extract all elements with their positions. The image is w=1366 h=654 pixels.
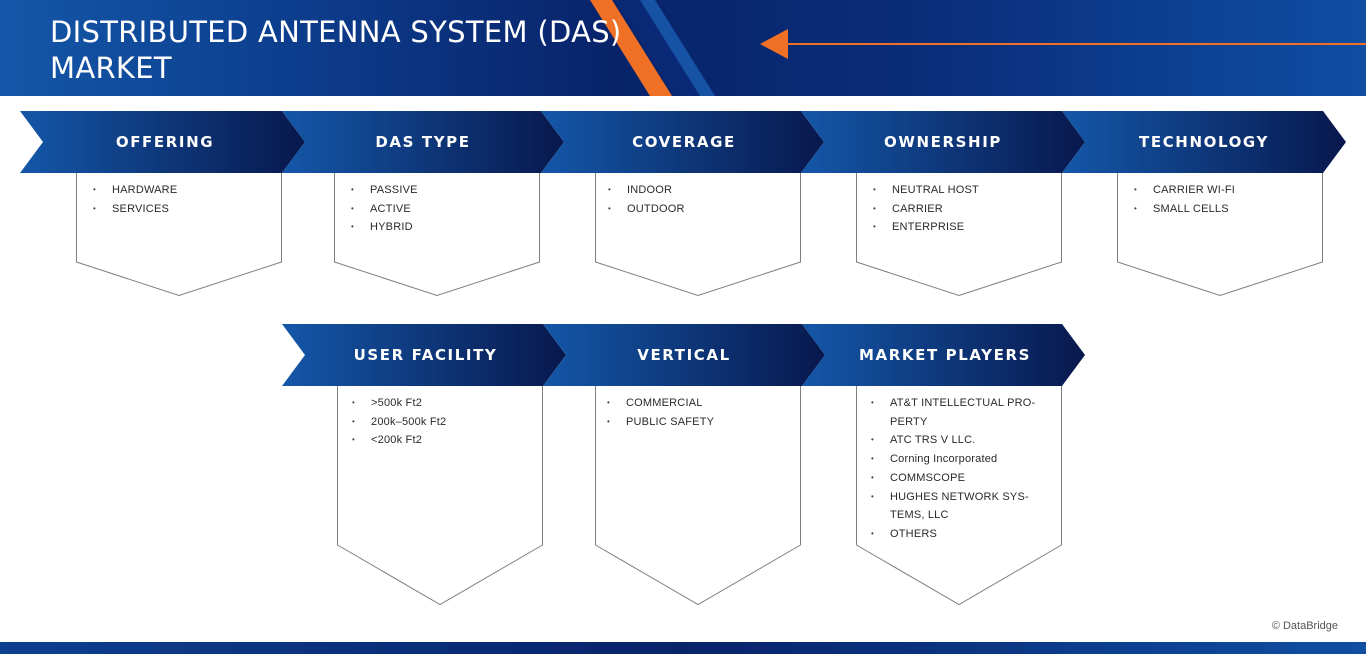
- segment-label-coverage: COVERAGE: [632, 133, 736, 151]
- segment-items-offering: HARDWARE SERVICES: [93, 181, 177, 218]
- list-item: SMALL CELLS: [1134, 200, 1235, 219]
- list-item: OTHERS: [871, 525, 1035, 544]
- list-item: NEUTRAL HOST: [873, 181, 979, 200]
- chevron-user-facility: [282, 324, 566, 386]
- chevron-market-players: [802, 324, 1085, 386]
- list-item: <200k Ft2: [352, 431, 446, 450]
- segment-items-das-type: PASSIVE ACTIVE HYBRID: [351, 181, 418, 237]
- segment-items-technology: CARRIER WI-FI SMALL CELLS: [1134, 181, 1235, 218]
- list-item: COMMERCIAL: [607, 394, 714, 413]
- list-item: HUGHES NETWORK SYS-: [871, 488, 1035, 507]
- segment-label-technology: TECHNOLOGY: [1139, 133, 1269, 151]
- segment-label-vertical: VERTICAL: [637, 346, 731, 364]
- list-item: INDOOR: [608, 181, 685, 200]
- segment-label-ownership: OWNERSHIP: [884, 133, 1002, 151]
- list-item: HARDWARE: [93, 181, 177, 200]
- list-item: >500k Ft2: [352, 394, 446, 413]
- list-item-continuation: TEMS, LLC: [890, 509, 949, 522]
- copyright-text: © DataBridge: [1271, 620, 1338, 632]
- list-item: ENTERPRISE: [873, 218, 979, 237]
- chevron-das-type: [282, 111, 564, 173]
- list-item: PASSIVE: [351, 181, 418, 200]
- list-item: Corning Incorporated: [871, 450, 1035, 469]
- segment-box-das-type: PASSIVE ACTIVE HYBRID: [334, 173, 540, 297]
- list-item: SERVICES: [93, 200, 177, 219]
- segment-items-market-players: AT&T INTELLECTUAL PRO- PERTY ATC TRS V L…: [871, 394, 1035, 544]
- orange-stripe: [590, 0, 672, 96]
- list-item: PUBLIC SAFETY: [607, 413, 714, 432]
- list-item: ATC TRS V LLC.: [871, 431, 1035, 450]
- list-item: HYBRID: [351, 218, 418, 237]
- segment-label-offering: OFFERING: [115, 133, 215, 151]
- segment-box-user-facility: >500k Ft2 200k–500k Ft2 <200k Ft2: [337, 386, 543, 606]
- list-item: AT&T INTELLECTUAL PRO-: [871, 394, 1035, 413]
- header-decoration: [590, 0, 1366, 96]
- segment-items-ownership: NEUTRAL HOST CARRIER ENTERPRISE: [873, 181, 979, 237]
- segment-box-vertical: COMMERCIAL PUBLIC SAFETY: [595, 386, 801, 606]
- segment-box-market-players: AT&T INTELLECTUAL PRO- PERTY ATC TRS V L…: [856, 386, 1062, 606]
- chevron-vertical: [543, 324, 825, 386]
- title-line-1: DISTRIBUTED ANTENNA SYSTEM (DAS): [50, 15, 622, 49]
- list-item: 200k–500k Ft2: [352, 413, 446, 432]
- page-title: DISTRIBUTED ANTENNA SYSTEM (DAS) MARKET: [50, 14, 622, 86]
- chevron-technology: [1062, 111, 1346, 173]
- chevron-ownership: [801, 111, 1085, 173]
- chevron-offering: [20, 111, 305, 173]
- segment-items-vertical: COMMERCIAL PUBLIC SAFETY: [607, 394, 714, 431]
- segment-box-coverage: INDOOR OUTDOOR: [595, 173, 801, 297]
- segment-box-ownership: NEUTRAL HOST CARRIER ENTERPRISE: [856, 173, 1062, 297]
- footer-bar: [0, 642, 1366, 654]
- blue-stripe: [615, 0, 700, 96]
- segment-header-row-1: OFFERING DAS TYPE COVERAGE OWNERSHIP TEC…: [0, 111, 1366, 173]
- chevron-coverage: [541, 111, 824, 173]
- segment-items-user-facility: >500k Ft2 200k–500k Ft2 <200k Ft2: [352, 394, 446, 450]
- segment-box-offering: HARDWARE SERVICES: [76, 173, 282, 297]
- segment-label-market-players: MARKET PLAYERS: [859, 346, 1031, 364]
- title-line-2: MARKET: [50, 51, 172, 85]
- list-item: ACTIVE: [351, 200, 418, 219]
- list-item-continuation: PERTY: [890, 415, 928, 428]
- segment-label-user-facility: USER FACILITY: [353, 346, 498, 364]
- light-stripe: [640, 0, 715, 96]
- arrow-left-icon: [760, 29, 788, 59]
- list-item: COMMSCOPE: [871, 469, 1035, 488]
- list-item: CARRIER WI-FI: [1134, 181, 1235, 200]
- segment-label-das-type: DAS TYPE: [375, 133, 471, 151]
- list-item: CARRIER: [873, 200, 979, 219]
- list-item: OUTDOOR: [608, 200, 685, 219]
- header-banner: DISTRIBUTED ANTENNA SYSTEM (DAS) MARKET: [0, 0, 1366, 96]
- segment-box-technology: CARRIER WI-FI SMALL CELLS: [1117, 173, 1323, 297]
- segment-header-row-2: USER FACILITY VERTICAL MARKET PLAYERS: [0, 324, 1366, 386]
- segment-items-coverage: INDOOR OUTDOOR: [608, 181, 685, 218]
